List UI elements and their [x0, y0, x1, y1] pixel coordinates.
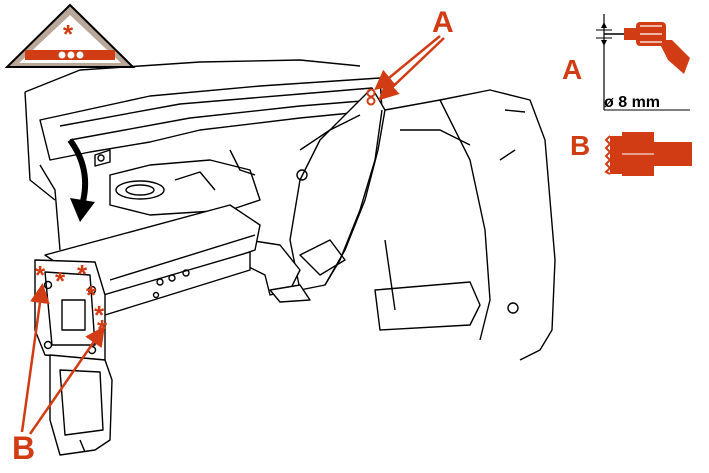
label-b-legend: B: [570, 130, 591, 161]
label-b-main: B: [12, 430, 36, 466]
label-a-main: A: [432, 6, 454, 39]
label-a-legend: A: [562, 54, 583, 85]
vehicle-structure-drawing: [24, 59, 556, 456]
drill-diameter-label: ø 8 mm: [604, 94, 661, 111]
asterisk-weld-mark: *: [94, 300, 105, 330]
leader-lines-b: [20, 283, 105, 435]
asterisk-weld-mark: *: [97, 314, 108, 344]
asterisk-weld-mark: *: [55, 266, 66, 296]
curved-arrow-icon: [67, 138, 95, 222]
asterisk-weld-mark: *: [35, 260, 46, 290]
asterisk-weld-mark: *: [77, 259, 88, 289]
asterisk-weld-mark: *: [86, 280, 97, 310]
weld-spot-warning-triangle-icon: *: [4, 3, 136, 68]
drill-icon: [596, 14, 690, 111]
svg-text:*: *: [63, 19, 74, 49]
hole-saw-icon: [604, 132, 692, 176]
leader-lines-a: [374, 35, 445, 101]
drill-hole-markers: [366, 88, 376, 106]
